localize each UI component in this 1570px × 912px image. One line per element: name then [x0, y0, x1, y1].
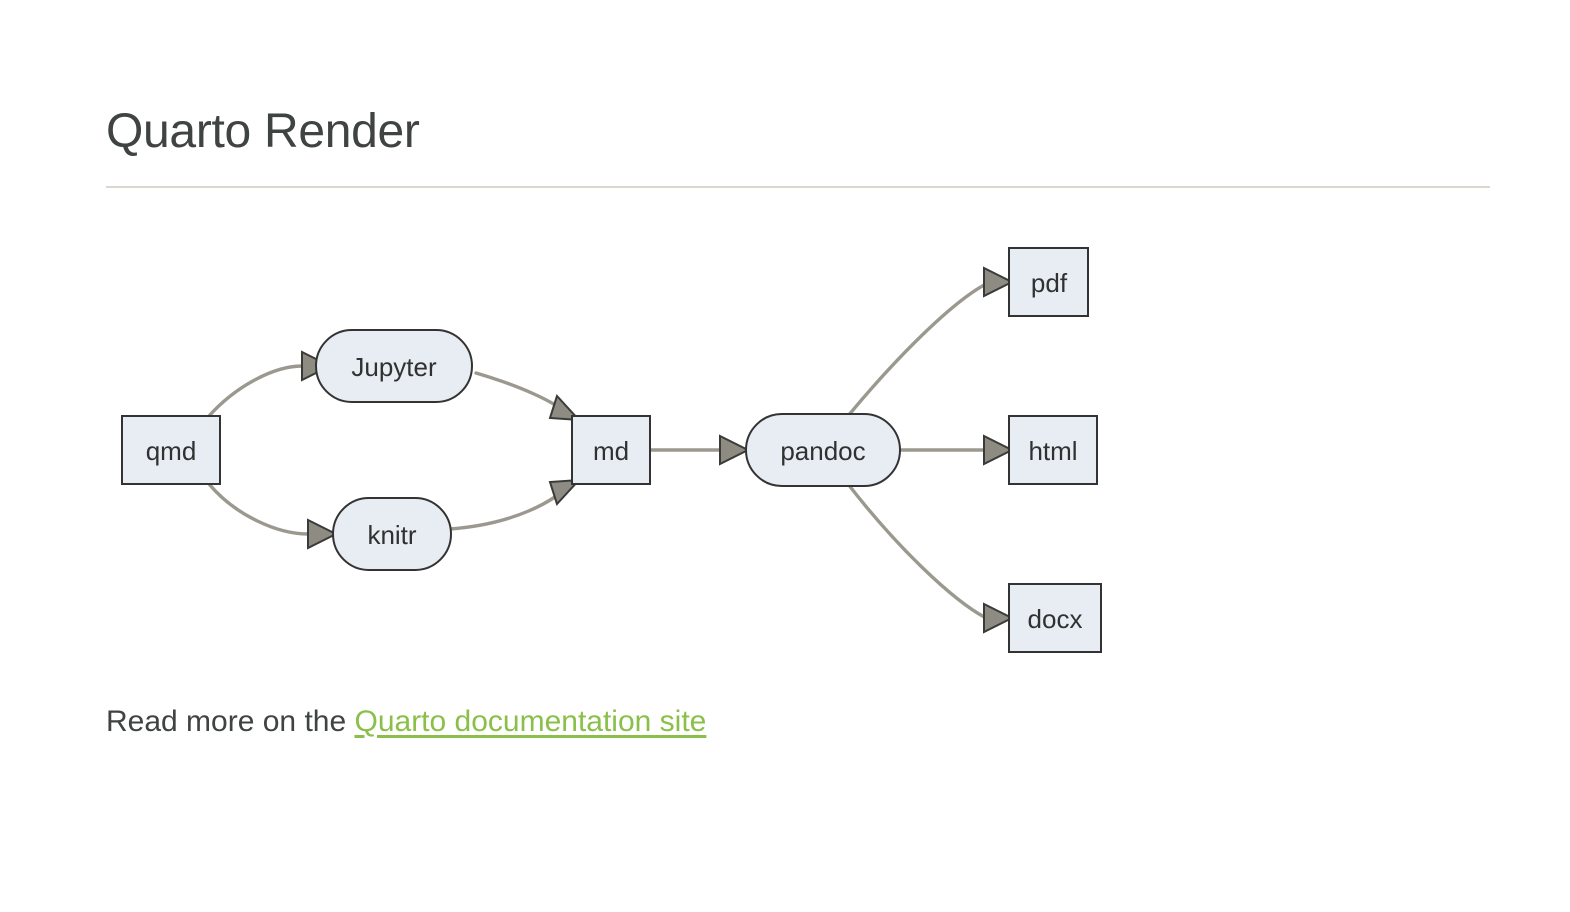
node-qmd[interactable]: qmd: [121, 415, 221, 485]
node-pandoc[interactable]: pandoc: [745, 413, 901, 487]
node-docx[interactable]: docx: [1008, 583, 1102, 653]
read-more-paragraph: Read more on the Quarto documentation si…: [106, 702, 706, 741]
node-pandoc-label: pandoc: [780, 436, 865, 466]
node-md[interactable]: md: [571, 415, 651, 485]
arrowhead-pandoc-html: [983, 434, 1015, 466]
node-knitr-label: knitr: [367, 520, 416, 550]
arrowhead-qmd-knitr: [307, 518, 339, 550]
arrowhead-knitr-md: [548, 478, 582, 506]
arrowhead-jupyter-md: [548, 394, 582, 422]
node-jupyter[interactable]: Jupyter: [315, 329, 473, 403]
edge-qmd-knitr: [207, 482, 310, 536]
quarto-documentation-link[interactable]: Quarto documentation site: [354, 705, 707, 738]
node-html-label: html: [1028, 436, 1077, 466]
node-html[interactable]: html: [1008, 415, 1098, 485]
edge-layer: [207, 266, 1015, 634]
arrowhead-pandoc-pdf: [983, 266, 1015, 298]
node-pdf[interactable]: pdf: [1008, 247, 1089, 317]
arrowhead-pandoc-docx: [983, 602, 1015, 634]
node-jupyter-label: Jupyter: [351, 352, 437, 382]
node-knitr[interactable]: knitr: [332, 497, 452, 571]
node-md-label: md: [593, 436, 629, 466]
node-docx-label: docx: [1028, 604, 1083, 634]
node-layer: qmd Jupyter knitr md: [121, 247, 1102, 653]
read-more-text: Read more on the: [106, 705, 355, 738]
node-pdf-label: pdf: [1031, 268, 1068, 298]
arrowhead-md-pandoc: [719, 434, 751, 466]
edge-pandoc-pdf: [846, 282, 988, 418]
quarto-render-flowchart: qmd Jupyter knitr md: [106, 226, 1166, 656]
edge-qmd-jupyter: [207, 364, 304, 418]
edge-pandoc-docx: [846, 482, 988, 620]
page-title: Quarto Render: [106, 105, 420, 158]
node-qmd-label: qmd: [146, 436, 197, 466]
title-divider: [106, 186, 1490, 188]
